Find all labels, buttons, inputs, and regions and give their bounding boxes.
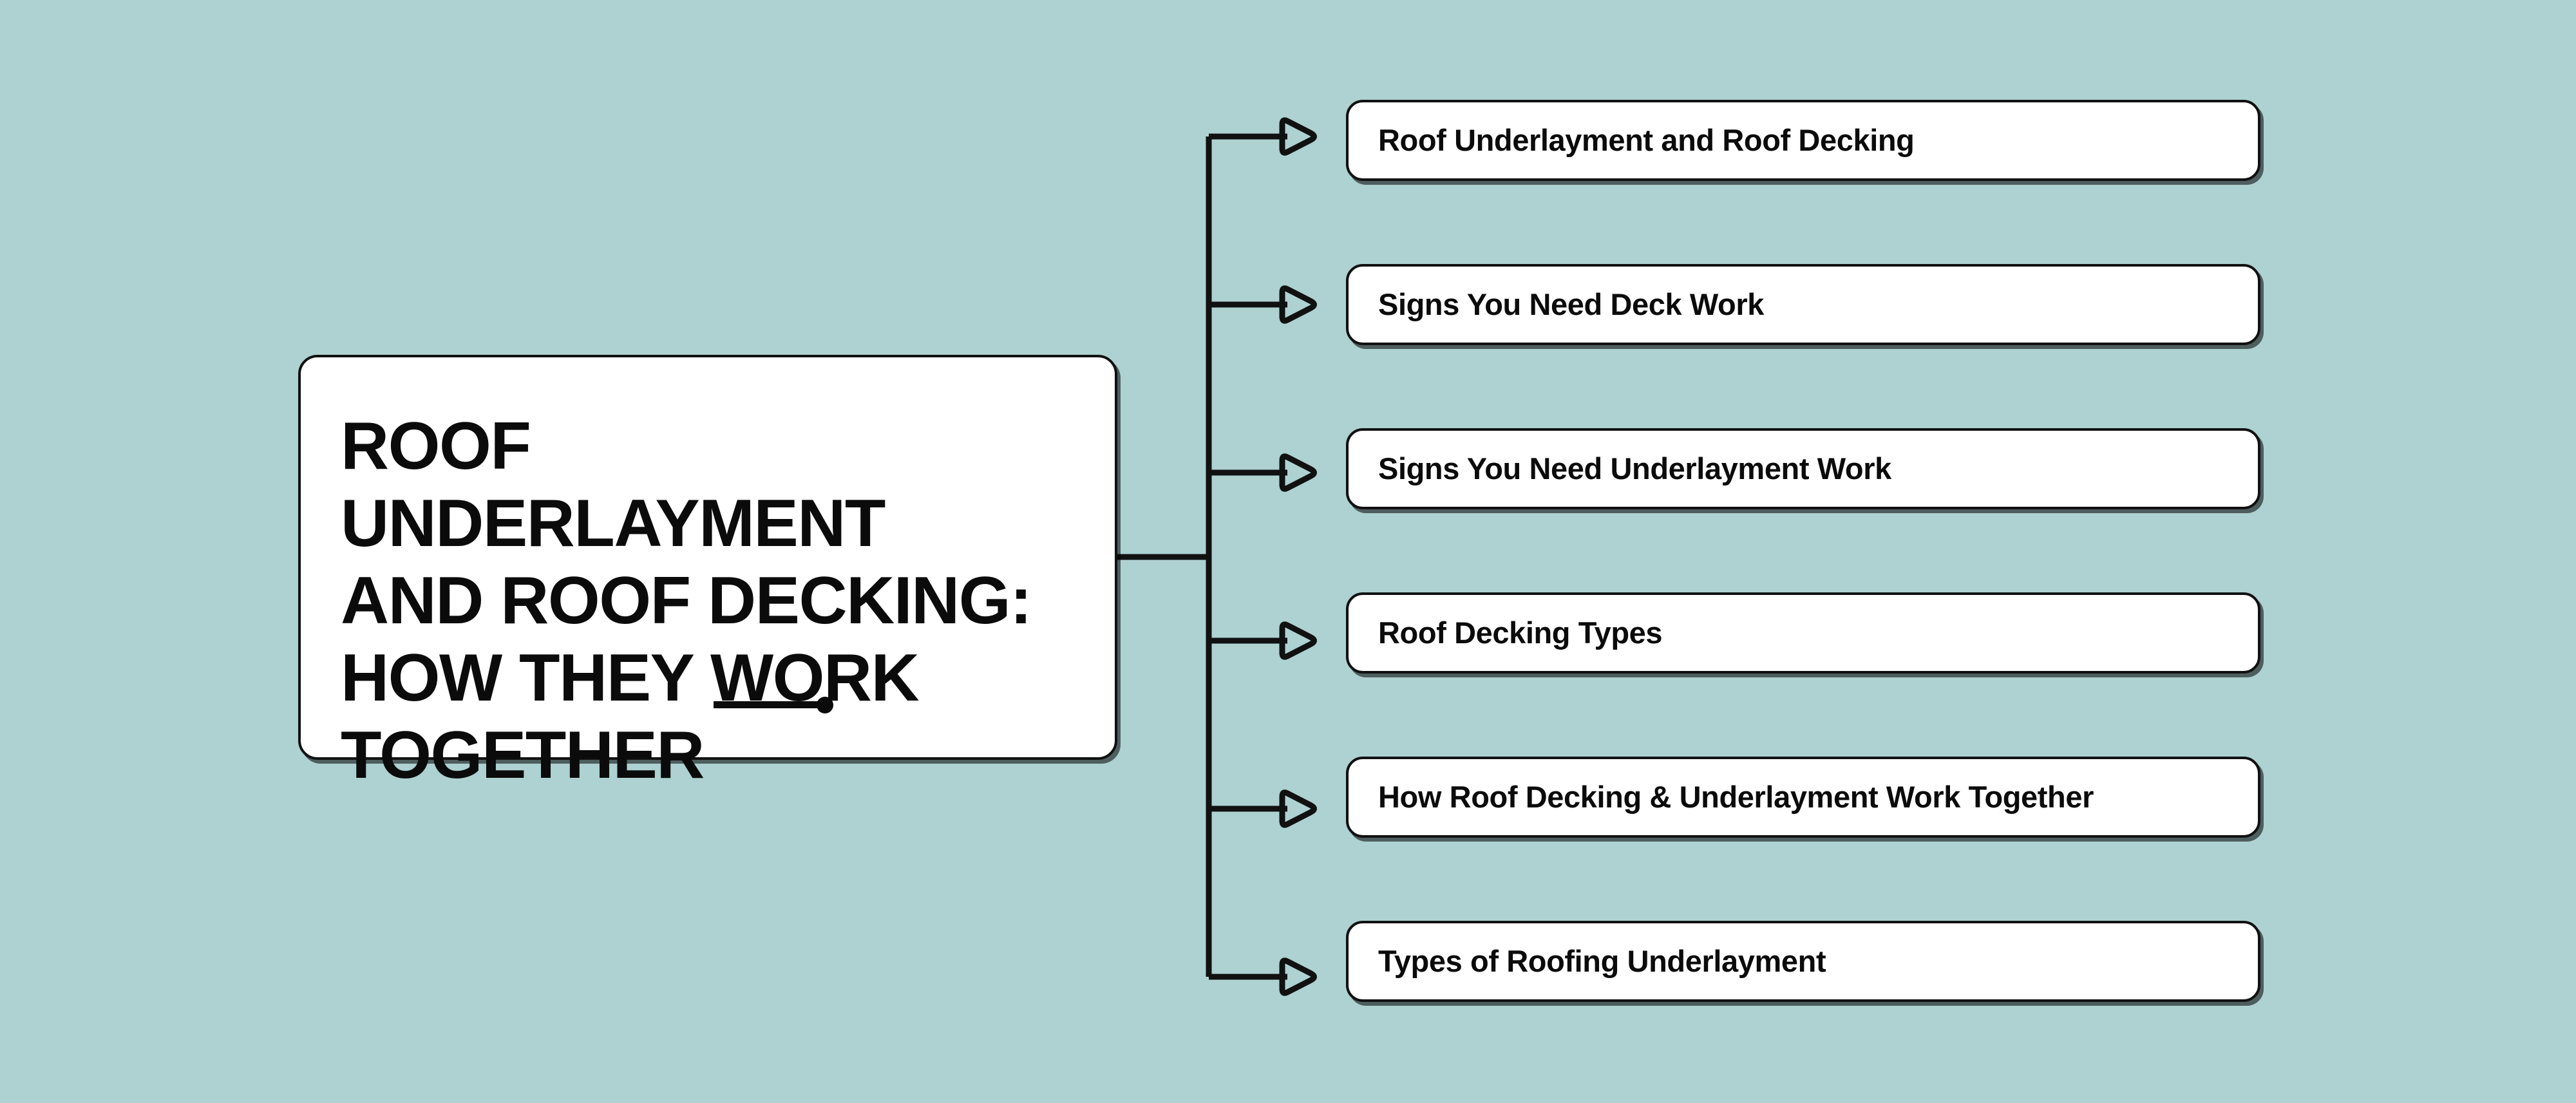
- branch-label-0: Roof Underlayment and Roof Decking: [1378, 123, 1915, 158]
- central-node[interactable]: ROOF UNDERLAYMENT AND ROOF DECKING: HOW …: [298, 355, 1117, 793]
- arrowhead-icon-2: [1279, 453, 1317, 492]
- branch-node-3[interactable]: Roof Decking Types: [1346, 592, 2260, 674]
- title-pin-decoration: [714, 697, 833, 713]
- page-title: ROOF UNDERLAYMENT AND ROOF DECKING: HOW …: [341, 409, 1032, 793]
- arrowhead-icon-0: [1279, 117, 1317, 156]
- arrowhead-icon-5: [1279, 957, 1317, 996]
- pin-rule-icon: [714, 701, 820, 708]
- pin-dot-icon: [817, 697, 833, 713]
- arrowhead-icon-3: [1279, 621, 1317, 660]
- branch-node-2[interactable]: Signs You Need Underlayment Work: [1346, 428, 2260, 509]
- branch-label-4: How Roof Decking & Underlayment Work Tog…: [1378, 780, 2094, 815]
- arrowhead-icon-4: [1279, 789, 1317, 828]
- branch-label-5: Types of Roofing Underlayment: [1378, 944, 1826, 979]
- branch-node-1[interactable]: Signs You Need Deck Work: [1346, 264, 2260, 345]
- branch-node-5[interactable]: Types of Roofing Underlayment: [1346, 921, 2260, 1002]
- branch-node-0[interactable]: Roof Underlayment and Roof Decking: [1346, 100, 2260, 181]
- branch-node-4[interactable]: How Roof Decking & Underlayment Work Tog…: [1346, 757, 2260, 838]
- arrowhead-icon-1: [1279, 285, 1317, 324]
- branch-label-1: Signs You Need Deck Work: [1378, 287, 1764, 322]
- branch-label-2: Signs You Need Underlayment Work: [1378, 451, 1891, 486]
- branch-label-3: Roof Decking Types: [1378, 616, 1663, 650]
